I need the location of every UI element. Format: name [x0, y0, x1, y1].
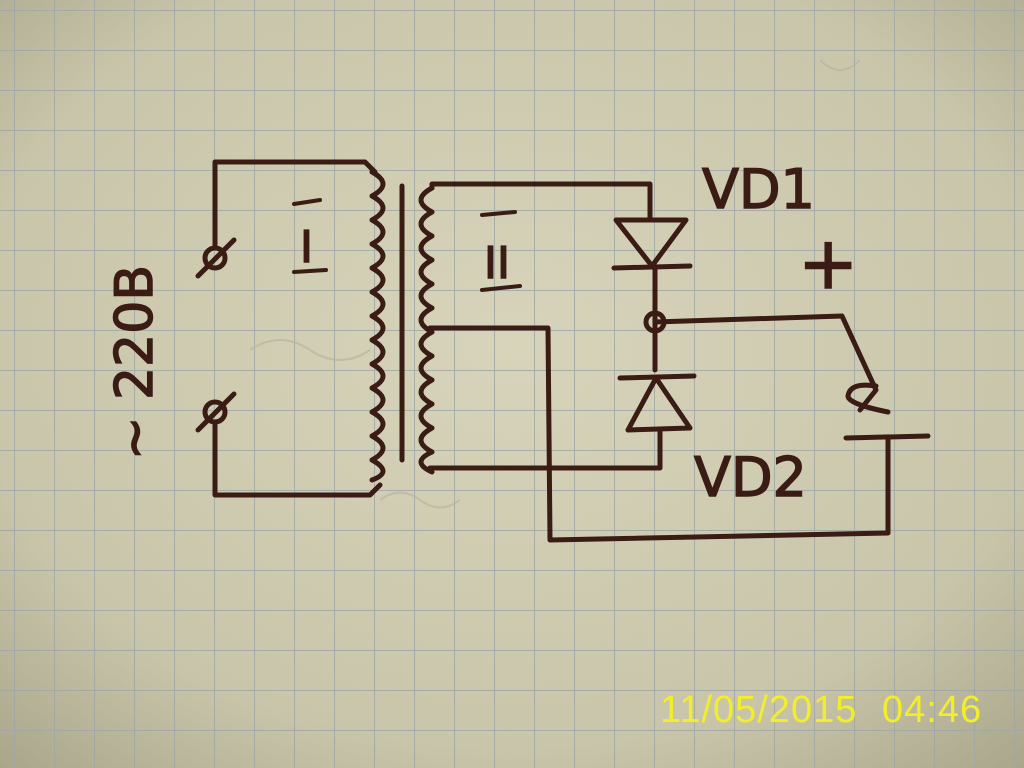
timestamp: 11/05/2015 04:46: [660, 689, 982, 731]
secondary-winding: [418, 185, 435, 475]
diode1-label: VD1: [702, 158, 815, 221]
timestamp-date: 11/05/2015: [660, 689, 857, 731]
primary-winding-label: I: [292, 198, 328, 274]
timestamp-time: 04:46: [882, 689, 982, 731]
svg-text:~ 220В: ~ 220В: [105, 265, 165, 460]
secondary-wiring: [427, 181, 891, 543]
primary-wiring: [212, 159, 383, 498]
diode-vd1: [611, 217, 693, 271]
diode2-label: VD2: [694, 446, 807, 509]
bleed-through-marks: [249, 59, 861, 509]
secondary-winding-label: II: [480, 210, 522, 292]
supply-label: ~ 220В: [104, 264, 166, 461]
capacitor: [843, 382, 931, 441]
plus-label: +: [798, 221, 858, 305]
diode-vd2: [617, 373, 697, 433]
svg-text:II: II: [484, 238, 510, 289]
svg-text:I: I: [300, 222, 313, 273]
junction-dot: [643, 310, 667, 334]
primary-winding: [369, 169, 386, 483]
